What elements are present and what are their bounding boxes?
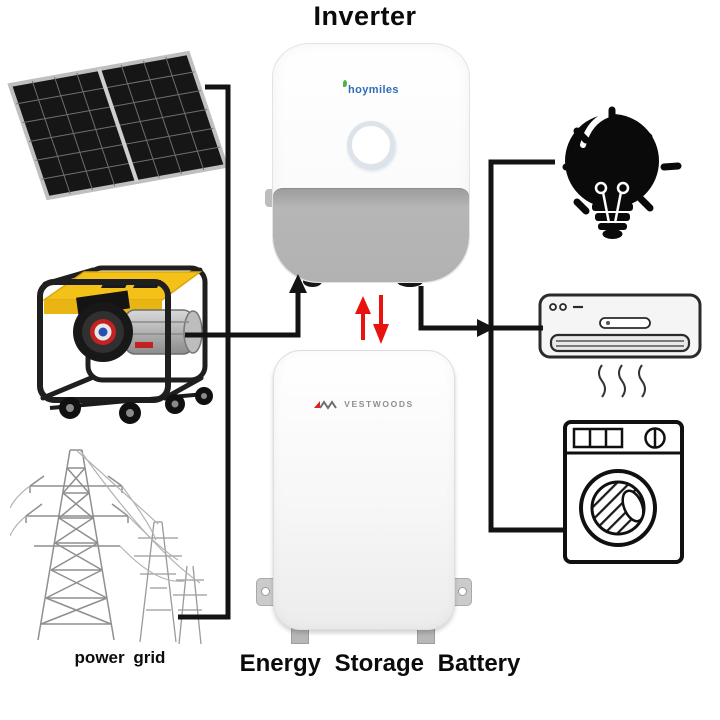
battery-body: VESTWOODS — [273, 350, 455, 630]
battery-label: Energy Storage Battery — [239, 650, 521, 677]
battery-device: VESTWOODS — [256, 350, 472, 644]
light-bulb-icon — [562, 106, 682, 239]
charge-discharge-arrows-icon — [355, 295, 389, 344]
wire-solar-grid — [178, 84, 231, 620]
bracket-hole — [261, 587, 270, 596]
wire-sources-to-inverter — [185, 290, 301, 338]
inverter-status-ring — [347, 121, 395, 169]
arrowhead-up-icon — [289, 274, 307, 293]
bracket-hole — [458, 587, 467, 596]
arrowhead-right-icon — [477, 319, 495, 337]
leaf-icon — [343, 80, 348, 87]
battery-brand-logo: VESTWOODS — [274, 398, 454, 410]
red-arrow-down-icon — [373, 324, 389, 344]
inverter-title: Inverter — [313, 1, 417, 31]
battery-mount-bracket — [452, 578, 472, 606]
inverter-lower-panel — [273, 188, 469, 282]
battery-brand-text: VESTWOODS — [344, 399, 414, 409]
solar-panel-icon — [0, 40, 240, 220]
inverter-device: hoymiles — [265, 43, 470, 287]
wire-inverter-to-loads — [418, 286, 543, 331]
inverter-brand-text: hoymiles — [348, 84, 399, 96]
inverter-brand-logo: hoymiles — [273, 80, 469, 96]
red-arrow-up-icon — [355, 296, 371, 314]
wire-load-bus — [488, 159, 563, 533]
vestwoods-mark-icon — [314, 400, 338, 410]
generator-icon — [37, 265, 213, 424]
power-grid-label: power grid — [74, 648, 166, 667]
washing-machine-icon — [563, 420, 684, 564]
power-grid-towers-icon — [10, 449, 207, 645]
inverter-side-tab — [265, 189, 274, 207]
inverter-body: hoymiles — [272, 43, 470, 283]
